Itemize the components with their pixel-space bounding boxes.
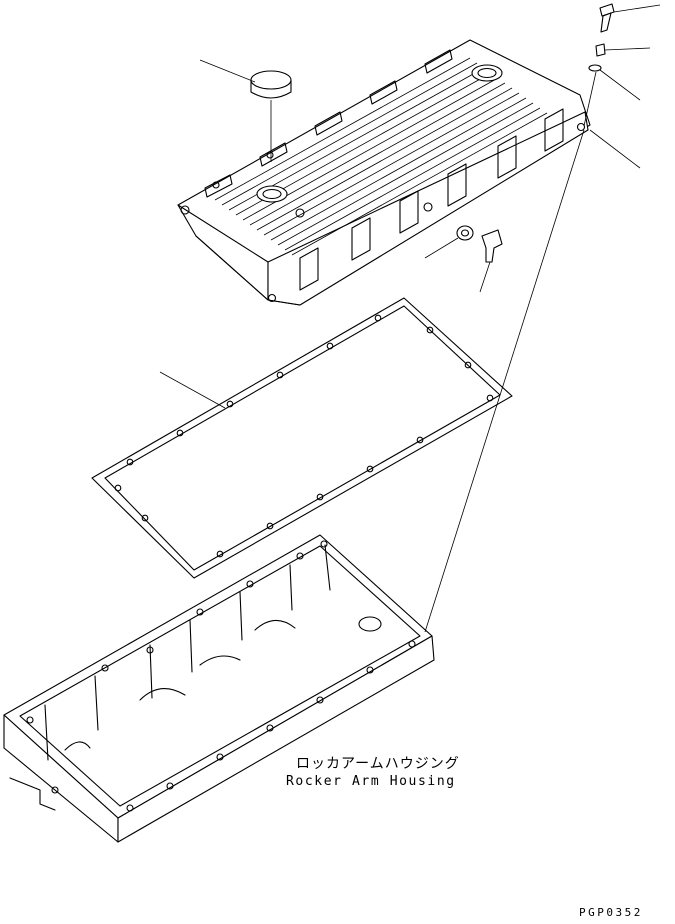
gasket	[91, 297, 513, 579]
rocker-arm-housing	[3, 534, 435, 843]
rocker-cover	[177, 39, 591, 306]
caption-japanese: ロッカアームハウジング	[296, 756, 460, 772]
caption-english: Rocker Arm Housing	[286, 774, 456, 789]
figure-code: PGP0352	[579, 906, 643, 919]
cover-bolt-set	[588, 3, 615, 72]
oil-filler-cap	[250, 70, 292, 99]
housing-inner-ribs	[44, 544, 382, 761]
breather-fitting	[456, 225, 503, 263]
cover-side-windows	[299, 108, 564, 291]
leader-lines	[159, 4, 661, 633]
